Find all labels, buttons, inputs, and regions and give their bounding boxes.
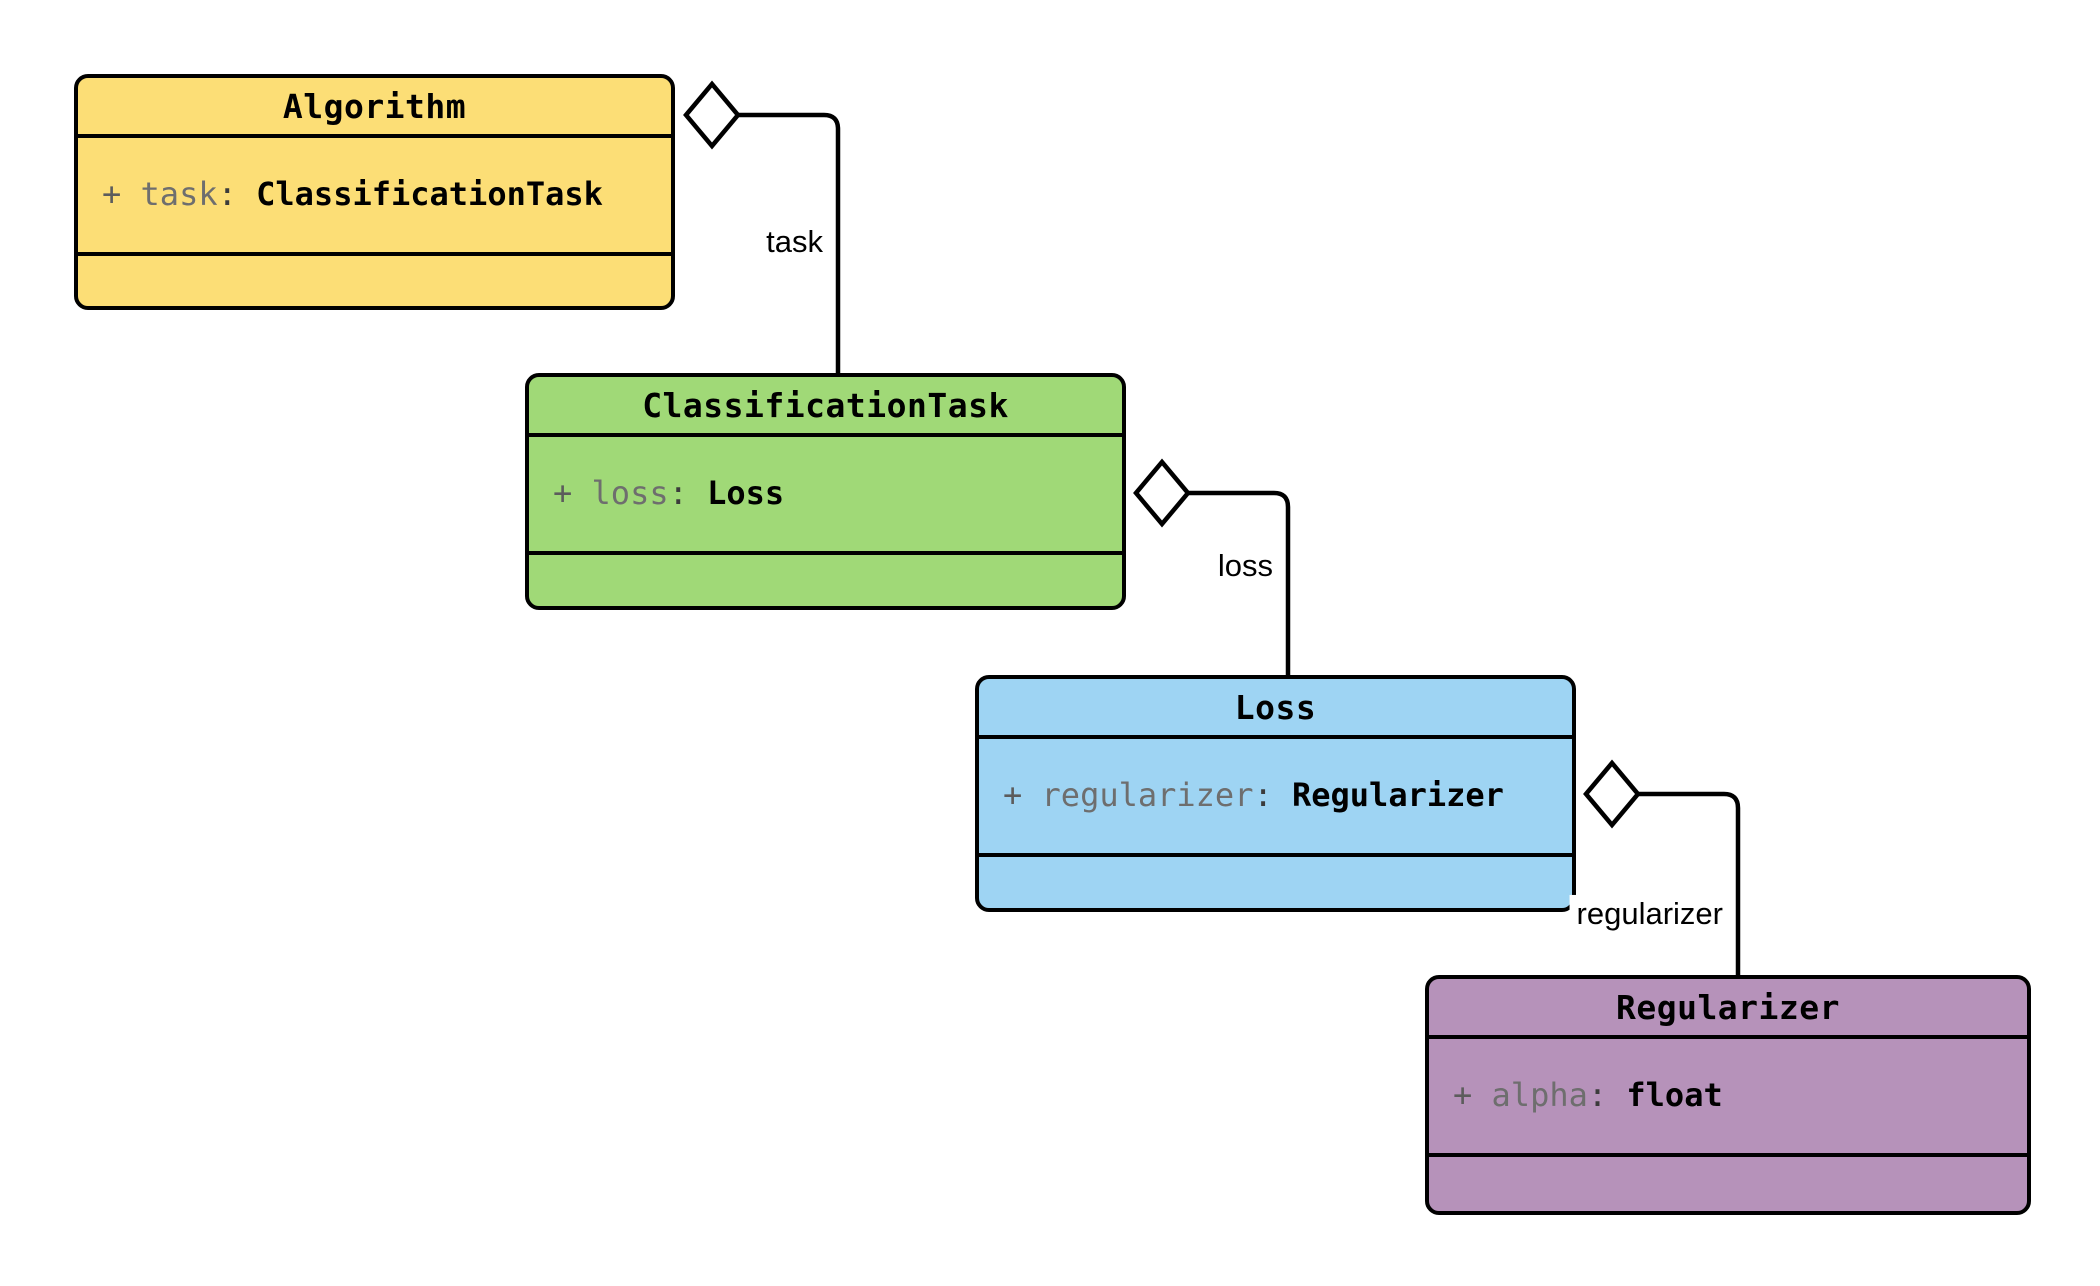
class-name-loss: Loss [979, 679, 1572, 739]
uml-class-algorithm[interactable]: Algorithm + task: ClassificationTask [74, 74, 675, 310]
edge-label-task: task [759, 222, 830, 262]
attribute-row: + alpha: float [1453, 1078, 2027, 1113]
aggregation-diamond-icon [683, 80, 741, 150]
edge-label-loss: loss [1210, 546, 1280, 586]
uml-class-regularizer[interactable]: Regularizer + alpha: float [1425, 975, 2031, 1215]
attribute-row: + loss: Loss [553, 476, 1122, 511]
attributes-compartment-classification-task: + loss: Loss [529, 437, 1122, 555]
methods-compartment-loss [979, 857, 1572, 908]
attribute-colon: : [217, 175, 237, 214]
attributes-compartment-regularizer: + alpha: float [1429, 1039, 2027, 1157]
attribute-visibility: + [1003, 776, 1023, 815]
class-name-regularizer: Regularizer [1429, 979, 2027, 1039]
aggregation-edge-regularizer [1583, 759, 1741, 975]
attribute-visibility: + [1453, 1076, 1473, 1115]
attribute-name: task [140, 175, 218, 214]
attribute-row: + regularizer: Regularizer [1003, 778, 1572, 813]
attribute-colon: : [1587, 1076, 1608, 1115]
methods-compartment-classification-task [529, 555, 1122, 606]
attribute-name: alpha [1491, 1076, 1588, 1115]
uml-class-loss[interactable]: Loss + regularizer: Regularizer [975, 675, 1576, 912]
attribute-type: ClassificationTask [256, 175, 603, 214]
attributes-compartment-loss: + regularizer: Regularizer [979, 739, 1572, 857]
aggregation-diamond-icon [1583, 759, 1641, 829]
uml-class-classification-task[interactable]: ClassificationTask + loss: Loss [525, 373, 1126, 610]
attribute-colon: : [1253, 776, 1273, 815]
methods-compartment-regularizer [1429, 1157, 2027, 1211]
class-name-algorithm: Algorithm [78, 78, 671, 138]
attribute-visibility: + [102, 175, 122, 214]
attribute-visibility: + [553, 474, 573, 513]
attribute-name: regularizer [1041, 776, 1254, 815]
edge-label-regularizer: regularizer [1569, 894, 1730, 934]
attribute-colon: : [668, 474, 688, 513]
aggregation-diamond-icon [1133, 458, 1191, 528]
attributes-compartment-algorithm: + task: ClassificationTask [78, 138, 671, 256]
edge-path [1638, 791, 1741, 975]
attribute-type: Regularizer [1291, 776, 1504, 815]
class-name-classification-task: ClassificationTask [529, 377, 1122, 437]
attribute-type: float [1626, 1076, 1723, 1115]
methods-compartment-algorithm [78, 256, 671, 306]
attribute-name: loss [591, 474, 669, 513]
attribute-type: Loss [707, 474, 785, 513]
attribute-row: + task: ClassificationTask [102, 177, 671, 212]
